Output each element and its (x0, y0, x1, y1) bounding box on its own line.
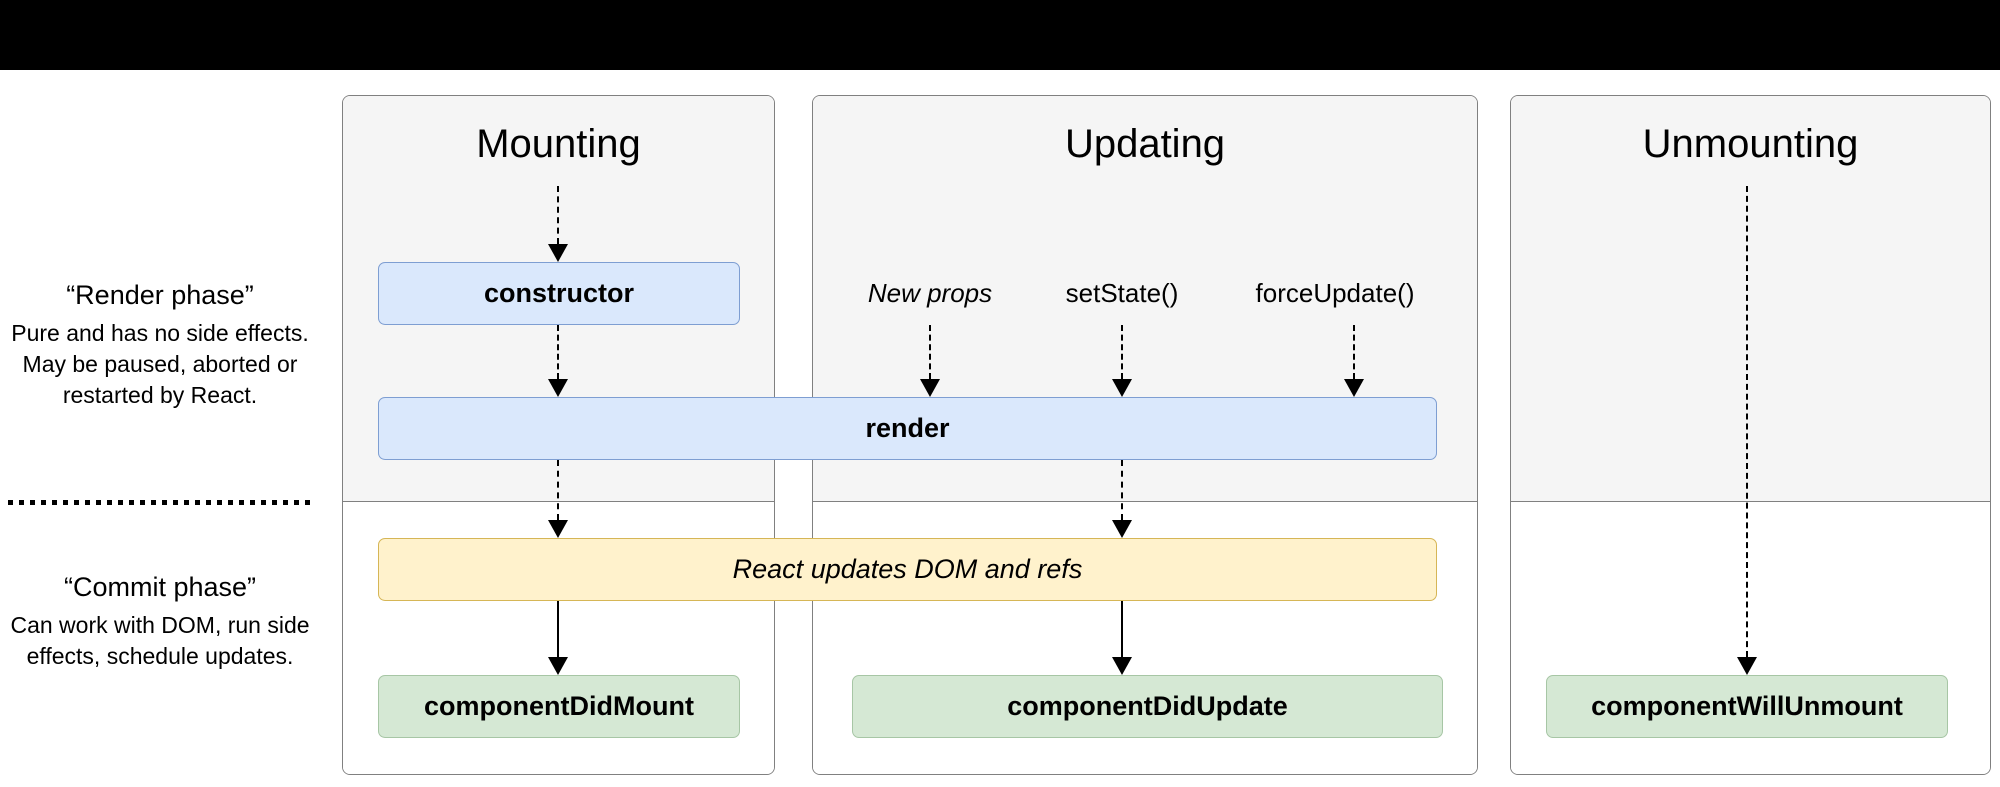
lifecycle-box-component-did-update[interactable]: componentDidUpdate (852, 675, 1443, 738)
lifecycle-box-constructor[interactable]: constructor (378, 262, 740, 325)
column-title-unmounting: Unmounting (1642, 122, 1859, 166)
phase-divider-dotted-line (8, 500, 313, 505)
lifecycle-box-component-will-unmount[interactable]: componentWillUnmount (1546, 675, 1948, 738)
render-phase-title: “Render phase” (66, 280, 254, 310)
lifecycle-box-react-updates-dom-and-refs[interactable]: React updates DOM and refs (378, 538, 1437, 601)
render-phase-description: Pure and has no side effects. May be pau… (11, 320, 309, 408)
legend-commit-phase: “Commit phase” Can work with DOM, run si… (10, 570, 310, 672)
commit-phase-description: Can work with DOM, run side effects, sch… (10, 612, 310, 669)
arrow-force-update-to-render (1344, 325, 1364, 397)
arrow-unmounting-title-to-will-unmount (1737, 186, 1757, 675)
commit-phase-title: “Commit phase” (63, 572, 257, 602)
lifecycle-box-component-did-mount[interactable]: componentDidMount (378, 675, 740, 738)
legend-render-phase: “Render phase” Pure and has no side effe… (10, 278, 310, 411)
column-title-mounting: Mounting (476, 122, 641, 166)
arrow-constructor-to-render (548, 325, 568, 397)
lifecycle-box-render[interactable]: render (378, 397, 1437, 460)
arrow-set-state-to-render (1112, 325, 1132, 397)
unmounting-render-zone (1511, 96, 1990, 502)
arrow-react-updates-to-did-update (1112, 600, 1132, 675)
trigger-label-set-state: setState() (1065, 278, 1179, 308)
trigger-label-new-props: New props (867, 278, 993, 308)
top-black-bar (0, 0, 2000, 70)
arrow-render-to-react-updates-updating (1112, 460, 1132, 538)
arrow-render-to-react-updates-mounting (548, 460, 568, 538)
arrow-new-props-to-render (920, 325, 940, 397)
arrow-react-updates-to-did-mount (548, 600, 568, 675)
trigger-label-force-update: forceUpdate() (1255, 278, 1415, 308)
column-title-updating: Updating (1064, 122, 1226, 166)
arrow-mounting-title-to-constructor (548, 186, 568, 262)
